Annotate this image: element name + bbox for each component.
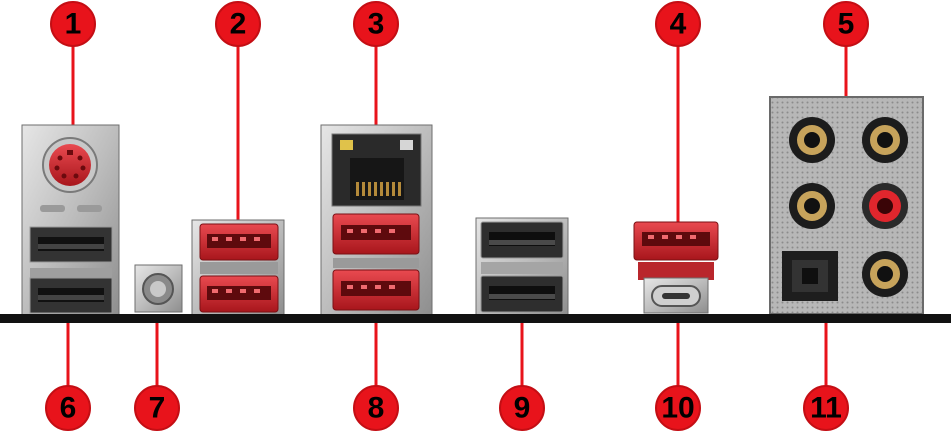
callout-number-4: 4 xyxy=(670,8,687,41)
callout-9: 9 xyxy=(499,385,545,431)
callout-4: 4 xyxy=(655,1,701,47)
panel-baseline xyxy=(0,314,951,323)
usb-a-icon xyxy=(480,275,564,313)
rj45-port-icon xyxy=(331,133,422,207)
callout-number-10: 10 xyxy=(661,392,694,425)
usb-a-icon xyxy=(29,277,113,314)
callout-number-1: 1 xyxy=(65,8,82,41)
leader-lines xyxy=(66,42,848,390)
usb-c-icon xyxy=(651,285,701,307)
callout-7: 7 xyxy=(134,385,180,431)
callout-8: 8 xyxy=(353,385,399,431)
callout-number-3: 3 xyxy=(368,8,385,41)
callout-5: 5 xyxy=(823,1,869,47)
callout-10: 10 xyxy=(655,385,701,431)
callout-number-2: 2 xyxy=(230,8,247,41)
callout-number-9: 9 xyxy=(514,392,531,425)
callout-1: 1 xyxy=(50,1,96,47)
clear-cmos-button xyxy=(134,264,183,313)
callout-6: 6 xyxy=(45,385,91,431)
audio-jack-icon xyxy=(789,117,908,297)
ps2-usb-combo xyxy=(21,124,120,316)
callout-number-11: 11 xyxy=(810,392,842,425)
lan-usb-stack xyxy=(320,124,433,316)
usb-a-type-c-stack xyxy=(633,221,719,314)
callout-number-7: 7 xyxy=(149,392,166,425)
callout-number-5: 5 xyxy=(838,8,855,41)
audio-block xyxy=(769,96,924,315)
callout-number-8: 8 xyxy=(368,392,385,425)
callout-3: 3 xyxy=(353,1,399,47)
usb-stack-red xyxy=(191,219,285,316)
usb-a-icon xyxy=(480,221,564,259)
callout-number-6: 6 xyxy=(60,392,77,425)
callout-2: 2 xyxy=(215,1,261,47)
callout-11: 11 xyxy=(803,385,849,431)
optical-port-icon xyxy=(782,251,838,301)
usb-a-icon xyxy=(29,226,113,263)
usb-stack-black xyxy=(475,217,569,316)
